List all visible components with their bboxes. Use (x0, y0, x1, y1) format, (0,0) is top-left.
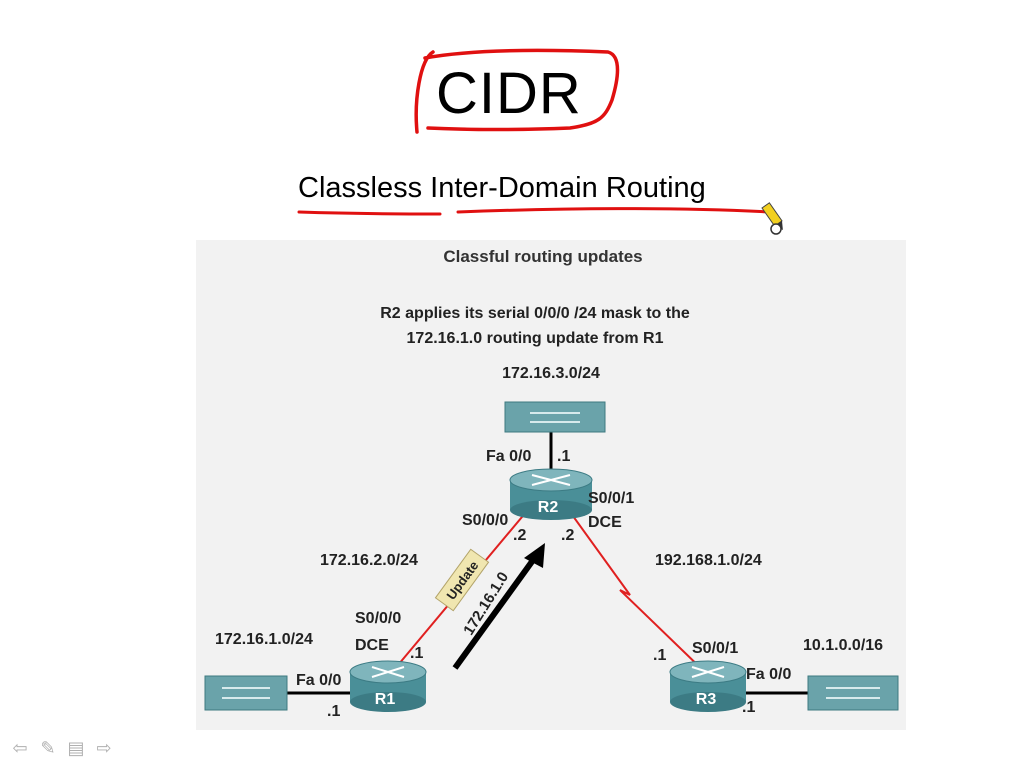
pen-cursor-dot (770, 223, 782, 235)
r3-fa-host: .1 (742, 699, 755, 716)
update-arrow-head (524, 543, 545, 568)
cidr-circle-annotation (414, 48, 620, 134)
back-arrow-icon[interactable]: ⇦ (12, 737, 28, 759)
network-r1-r2-label: 172.16.2.0/24 (320, 552, 418, 569)
r1-s000-interface: S0/0/0 (355, 610, 401, 627)
pen-icon[interactable]: ✎ (40, 737, 56, 759)
ink-annotations (297, 48, 783, 235)
router-r3: R3 (669, 660, 747, 712)
router-r2-label: R2 (538, 499, 559, 516)
r2-s001-dce: DCE (588, 514, 622, 531)
network-r2-r3-label: 192.168.1.0/24 (655, 552, 762, 569)
switch-r1-lan (204, 675, 288, 711)
subtitle-underline-right (456, 207, 772, 214)
router-r1-label: R1 (375, 691, 396, 708)
r1-s000-host: .1 (410, 645, 423, 662)
r3-s001-host: .1 (653, 647, 666, 664)
r2-s000-host: .2 (513, 527, 526, 544)
router-r1: R1 (349, 660, 427, 712)
router-r2: R2 (509, 468, 593, 520)
r3-fa-interface: Fa 0/0 (746, 666, 791, 683)
r2-s001-host: .2 (561, 527, 574, 544)
network-r3-lan-label: 10.1.0.0/16 (803, 637, 883, 654)
r1-fa-interface: Fa 0/0 (296, 672, 341, 689)
slide-subtitle: Classless Inter-Domain Routing (298, 172, 706, 204)
forward-arrow-icon[interactable]: ⇨ (96, 737, 112, 759)
r2-s000-interface: S0/0/0 (462, 512, 508, 529)
r1-s000-dce: DCE (355, 637, 389, 654)
network-top-label: 172.16.3.0/24 (502, 365, 600, 382)
diagram-heading: Classful routing updates (443, 247, 642, 266)
switch-r3-lan (807, 675, 899, 711)
subtitle-underline-left (297, 210, 442, 216)
r2-fa-interface: Fa 0/0 (486, 448, 531, 465)
diagram-caption-line1: R2 applies its serial 0/0/0 /24 mask to … (380, 305, 690, 322)
r1-fa-host: .1 (327, 703, 340, 720)
network-r1-lan-label: 172.16.1.0/24 (215, 631, 313, 648)
serial-link-r2-r3 (564, 504, 711, 678)
r2-fa-host: .1 (557, 448, 570, 465)
slide-title: CIDR (436, 61, 582, 126)
r3-s001-interface: S0/0/1 (692, 640, 738, 657)
switch-top (504, 401, 606, 433)
diagram-caption-line2: 172.16.1.0 routing update from R1 (407, 330, 664, 347)
slide-nav-bar: ⇦ ✎ ▤ ⇨ (10, 737, 114, 759)
router-r3-label: R3 (696, 691, 717, 708)
update-arrow (452, 554, 539, 670)
r2-s001-interface: S0/0/1 (588, 490, 634, 507)
menu-icon[interactable]: ▤ (67, 737, 85, 759)
